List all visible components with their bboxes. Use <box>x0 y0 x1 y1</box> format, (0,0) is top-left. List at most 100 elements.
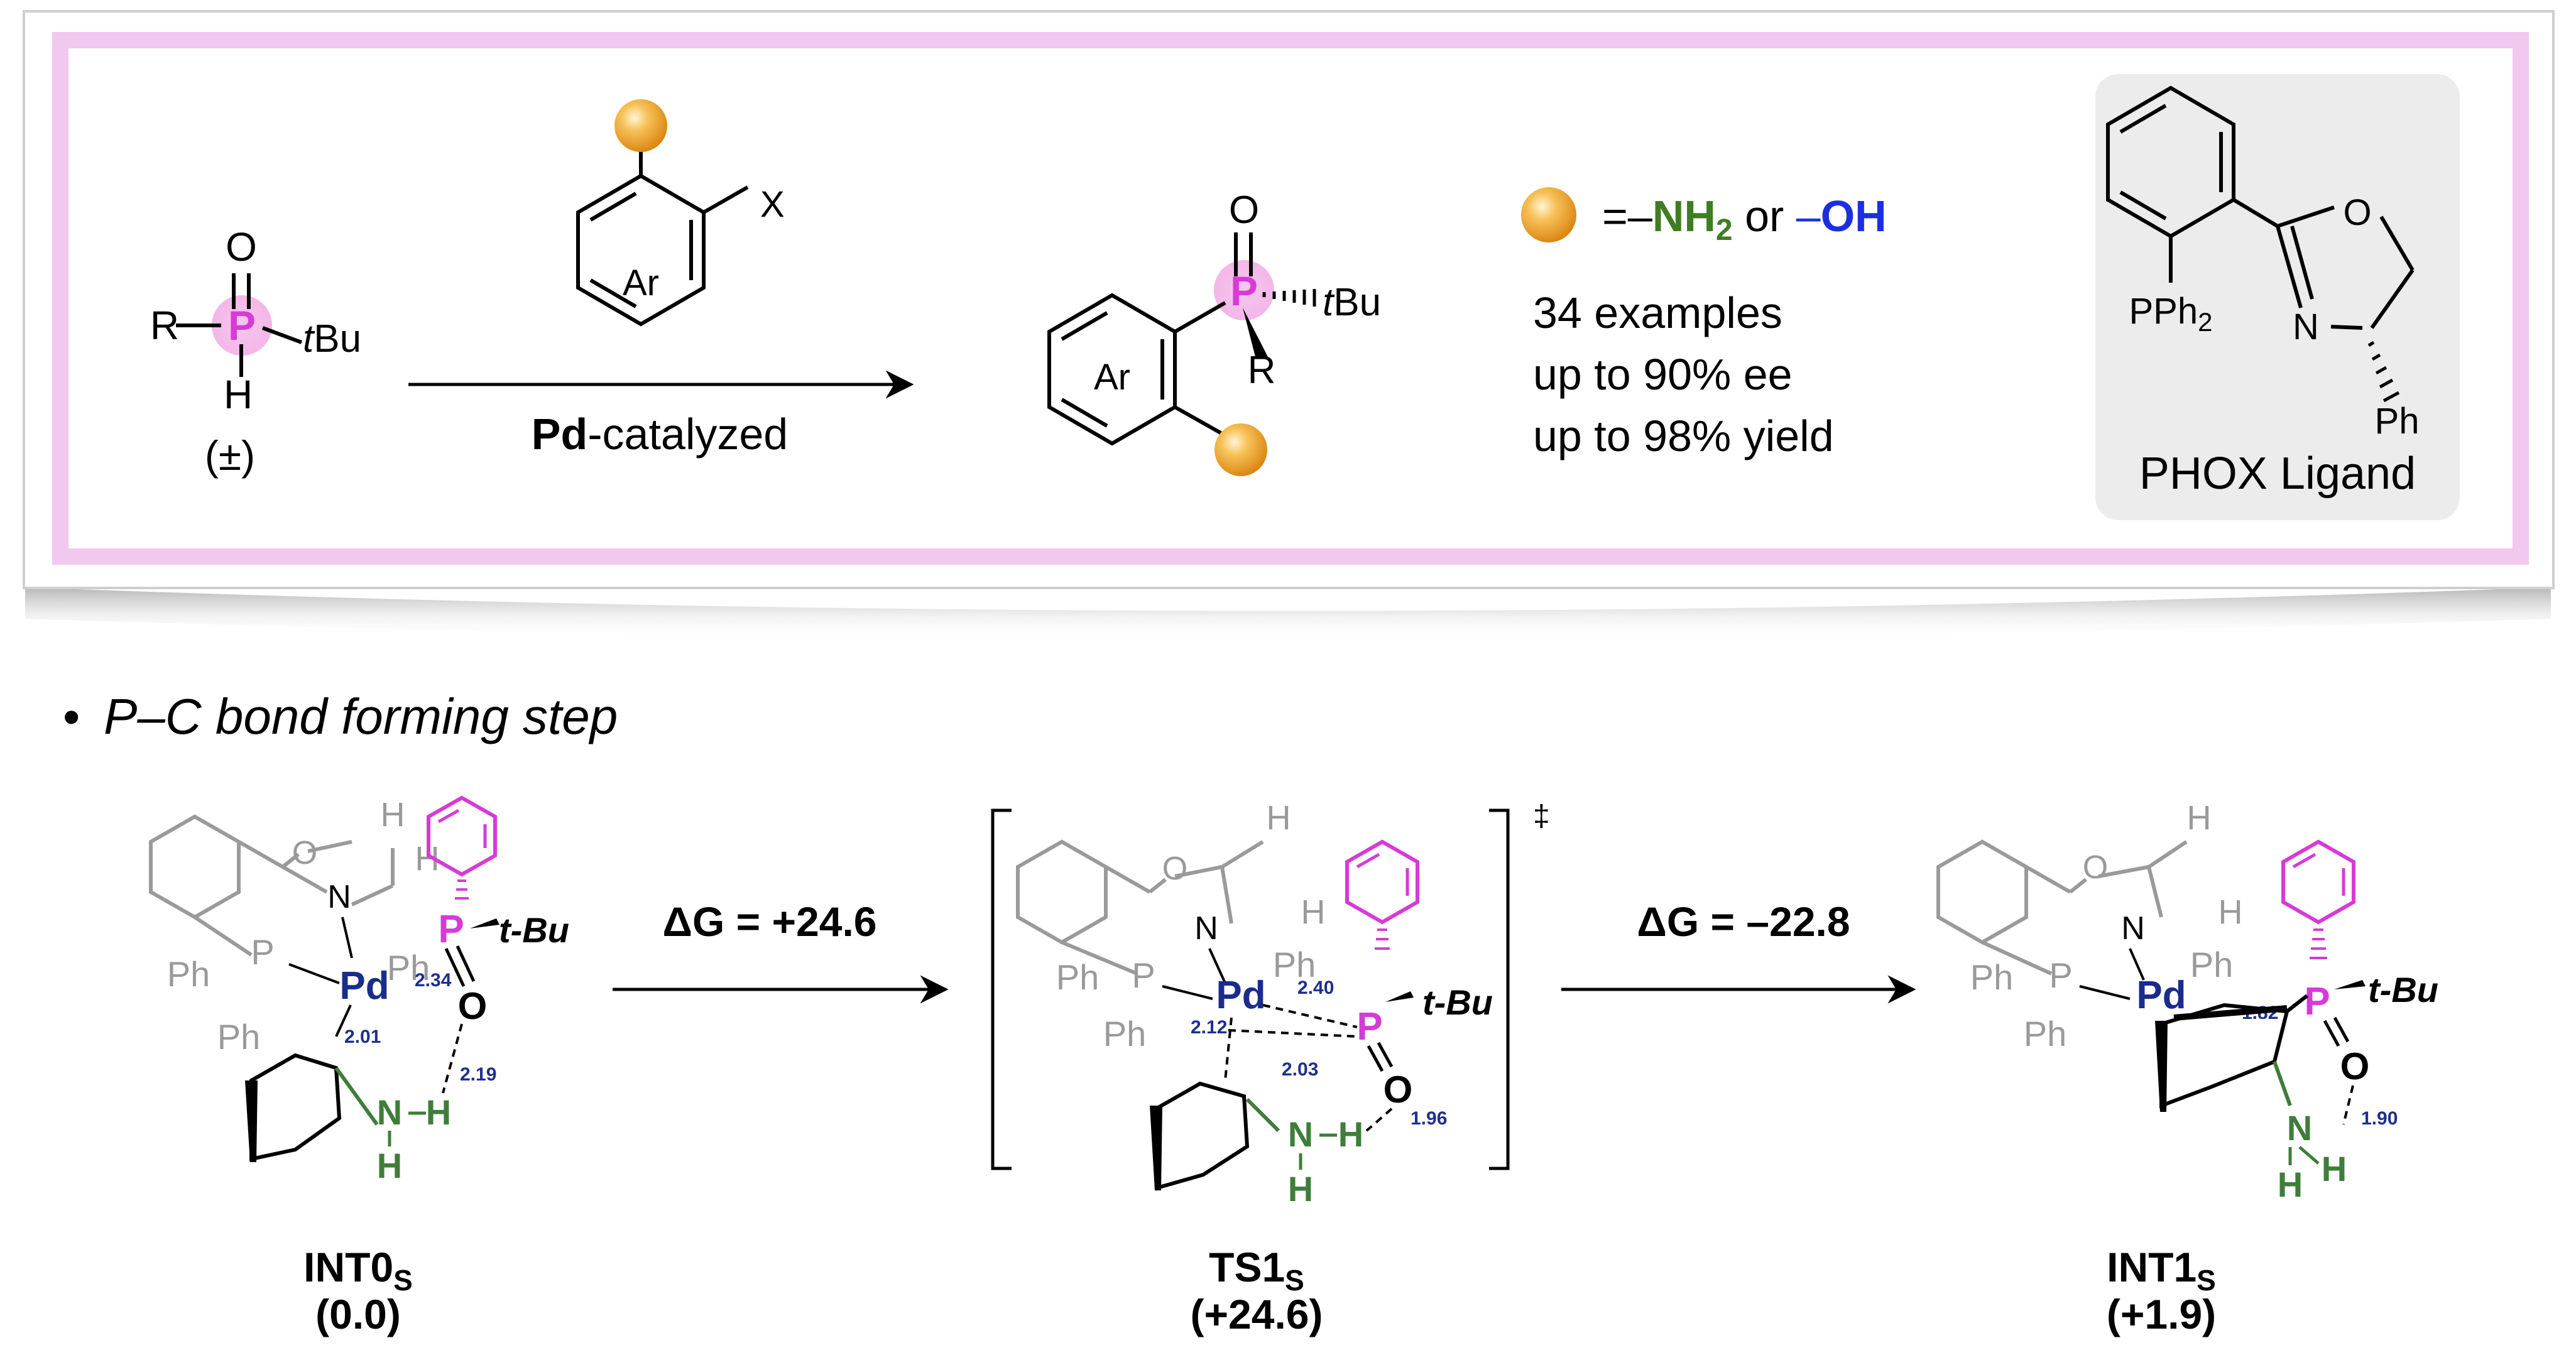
int1-dist-2: 1.90 <box>2361 1108 2398 1129</box>
dg-1: ΔG = +24.6 <box>663 898 877 945</box>
int0-nh-h: H <box>426 1092 451 1132</box>
ts-p-oxygen: O <box>1384 1069 1413 1111</box>
product-aryl-label: Ar <box>1094 357 1130 398</box>
int1-energy: (+1.9) <box>2107 1291 2216 1337</box>
scope-summary: =–NH2 or –OH 34 examples up to 90% ee up… <box>1521 187 1887 460</box>
panel-pink-frame <box>52 32 2529 565</box>
ts-nitrogen: N <box>1194 910 1218 947</box>
int1-ligand-p: P <box>2049 955 2072 995</box>
int1-nh-h: H <box>2322 1149 2347 1189</box>
int1-p-oxygen: O <box>2340 1045 2370 1087</box>
ts-tbu: t-Bu <box>1422 982 1493 1022</box>
ts-nh-h: H <box>1338 1114 1363 1154</box>
int1-oxygen: O <box>2083 849 2108 886</box>
int1-h1: H <box>2187 799 2212 837</box>
ts-ph2: Ph <box>1103 1014 1147 1053</box>
int0-nh2-h: H <box>377 1146 402 1185</box>
phox-ligand-box: PPh2 O N Ph PHOX Ligand <box>2095 74 2460 520</box>
int1-h2: H <box>2219 893 2243 931</box>
ts-h1: H <box>1267 799 1291 837</box>
reactant-phosphorus: P <box>228 302 256 349</box>
ts-oxygen: O <box>1162 851 1187 887</box>
ts-bracket-left <box>991 808 1012 1170</box>
ts-dist-3: 2.03 <box>1282 1059 1318 1080</box>
hashed-bond <box>1262 289 1316 307</box>
stat-yield: up to 98% yield <box>1533 411 1834 460</box>
product-tbu: tBu <box>1323 281 1381 324</box>
ts-nh2-h: H <box>1288 1169 1313 1209</box>
dg-2: ΔG = –22.8 <box>1637 898 1850 945</box>
int0-ph1: Ph <box>167 954 210 994</box>
product-r: R <box>1248 349 1276 392</box>
panel-shadow <box>25 587 2551 639</box>
int0-oxygen: O <box>292 835 317 871</box>
ligand-phenyl: Ph <box>2375 401 2420 442</box>
racemic-label: (±) <box>205 432 255 479</box>
int0-dist-3: 2.19 <box>460 1064 496 1085</box>
section-bullet: • <box>63 689 80 744</box>
product-phosphorus: P <box>1230 268 1258 314</box>
wedge-bond <box>1243 308 1268 357</box>
structure-int1: O N P Ph Ph Ph H H Pd P t-Bu O 1.82 1.90… <box>1936 799 2438 1337</box>
int1-label: INT1S <box>2107 1244 2216 1297</box>
substituent-legend: =–NH2 or –OH <box>1602 192 1887 247</box>
int1-ph2: Ph <box>2024 1014 2067 1053</box>
product-oxygen: O <box>1229 188 1259 232</box>
reactant-r: R <box>150 303 179 348</box>
int1-ph3: Ph <box>2190 945 2234 984</box>
int1-nitrogen: N <box>2121 910 2145 947</box>
structure-ts1: ‡ O N P Ph Ph Ph H H Pd P t-Bu O <box>991 799 1550 1337</box>
int0-nitrogen: N <box>327 879 351 915</box>
ligand-oxygen: O <box>2343 192 2371 233</box>
structure-int0: O N P Ph Ph Ph H H Pd P t-Bu O 2.34 2.01… <box>149 795 569 1337</box>
ligand-nitrogen: N <box>2293 307 2319 347</box>
int1-pd: Pd <box>2136 974 2186 1017</box>
reactant-hydrogen: H <box>224 372 253 417</box>
ts-ligand-p: P <box>1132 955 1155 995</box>
int0-ligand-p: P <box>251 932 274 972</box>
int1-p-phosphorus: P <box>2304 980 2330 1023</box>
ts-ph3: Ph <box>1273 945 1316 984</box>
reactant-oxygen: O <box>226 224 257 269</box>
ligand-hashed-bond <box>2367 340 2400 403</box>
halide-x: X <box>760 184 785 225</box>
reactant-tbu: tBu <box>303 317 361 361</box>
int0-energy: (0.0) <box>315 1291 401 1337</box>
ts-bracket-right <box>1489 808 1510 1170</box>
int1-nh2-h: H <box>2278 1165 2303 1204</box>
stat-ee: up to 90% ee <box>1533 350 1793 399</box>
substituent-ball-icon <box>1214 423 1267 476</box>
reactant-phosphine-oxide: O R P tBu H (±) <box>150 224 361 479</box>
ligand-pph2: PPh2 <box>2129 291 2213 337</box>
ts-ph1: Ph <box>1056 957 1100 997</box>
ts-p-phosphorus: P <box>1356 1005 1382 1048</box>
int0-h1: H <box>381 796 405 834</box>
ts-dist-2: 2.12 <box>1191 1017 1227 1038</box>
ts-dist-1: 2.40 <box>1297 977 1334 998</box>
section-title: P–C bond forming step <box>104 688 618 744</box>
energy-arrow-2: ΔG = –22.8 <box>1561 898 1916 1004</box>
int0-pd: Pd <box>339 964 389 1008</box>
int0-dist-1: 2.34 <box>415 970 452 991</box>
int0-tbu: t-Bu <box>499 910 569 950</box>
aryl-label: Ar <box>623 263 659 303</box>
product-stereocenter-halo <box>1214 260 1274 320</box>
ts1-energy: (+24.6) <box>1191 1291 1323 1337</box>
substituent-ball-icon <box>1521 187 1576 242</box>
ligand-caption: PHOX Ligand <box>2139 449 2416 499</box>
reaction-arrow: Pd-catalyzed <box>408 370 914 459</box>
int0-p-oxygen: O <box>458 985 488 1027</box>
ts-dagger: ‡ <box>1533 800 1550 833</box>
ts-h2: H <box>1301 893 1326 931</box>
stat-examples: 34 examples <box>1533 288 1782 337</box>
reactant-stereocenter-halo <box>212 295 272 356</box>
ts-dist-4: 1.96 <box>1411 1108 1447 1129</box>
int0-p-phosphorus: P <box>438 908 464 951</box>
energy-arrow-1: ΔG = +24.6 <box>613 898 949 1004</box>
ligand-background <box>2095 74 2460 520</box>
int0-dist-2: 2.01 <box>344 1026 381 1047</box>
catalyst-label: Pd-catalyzed <box>532 410 789 459</box>
ts1-label: TS1S <box>1209 1244 1304 1297</box>
